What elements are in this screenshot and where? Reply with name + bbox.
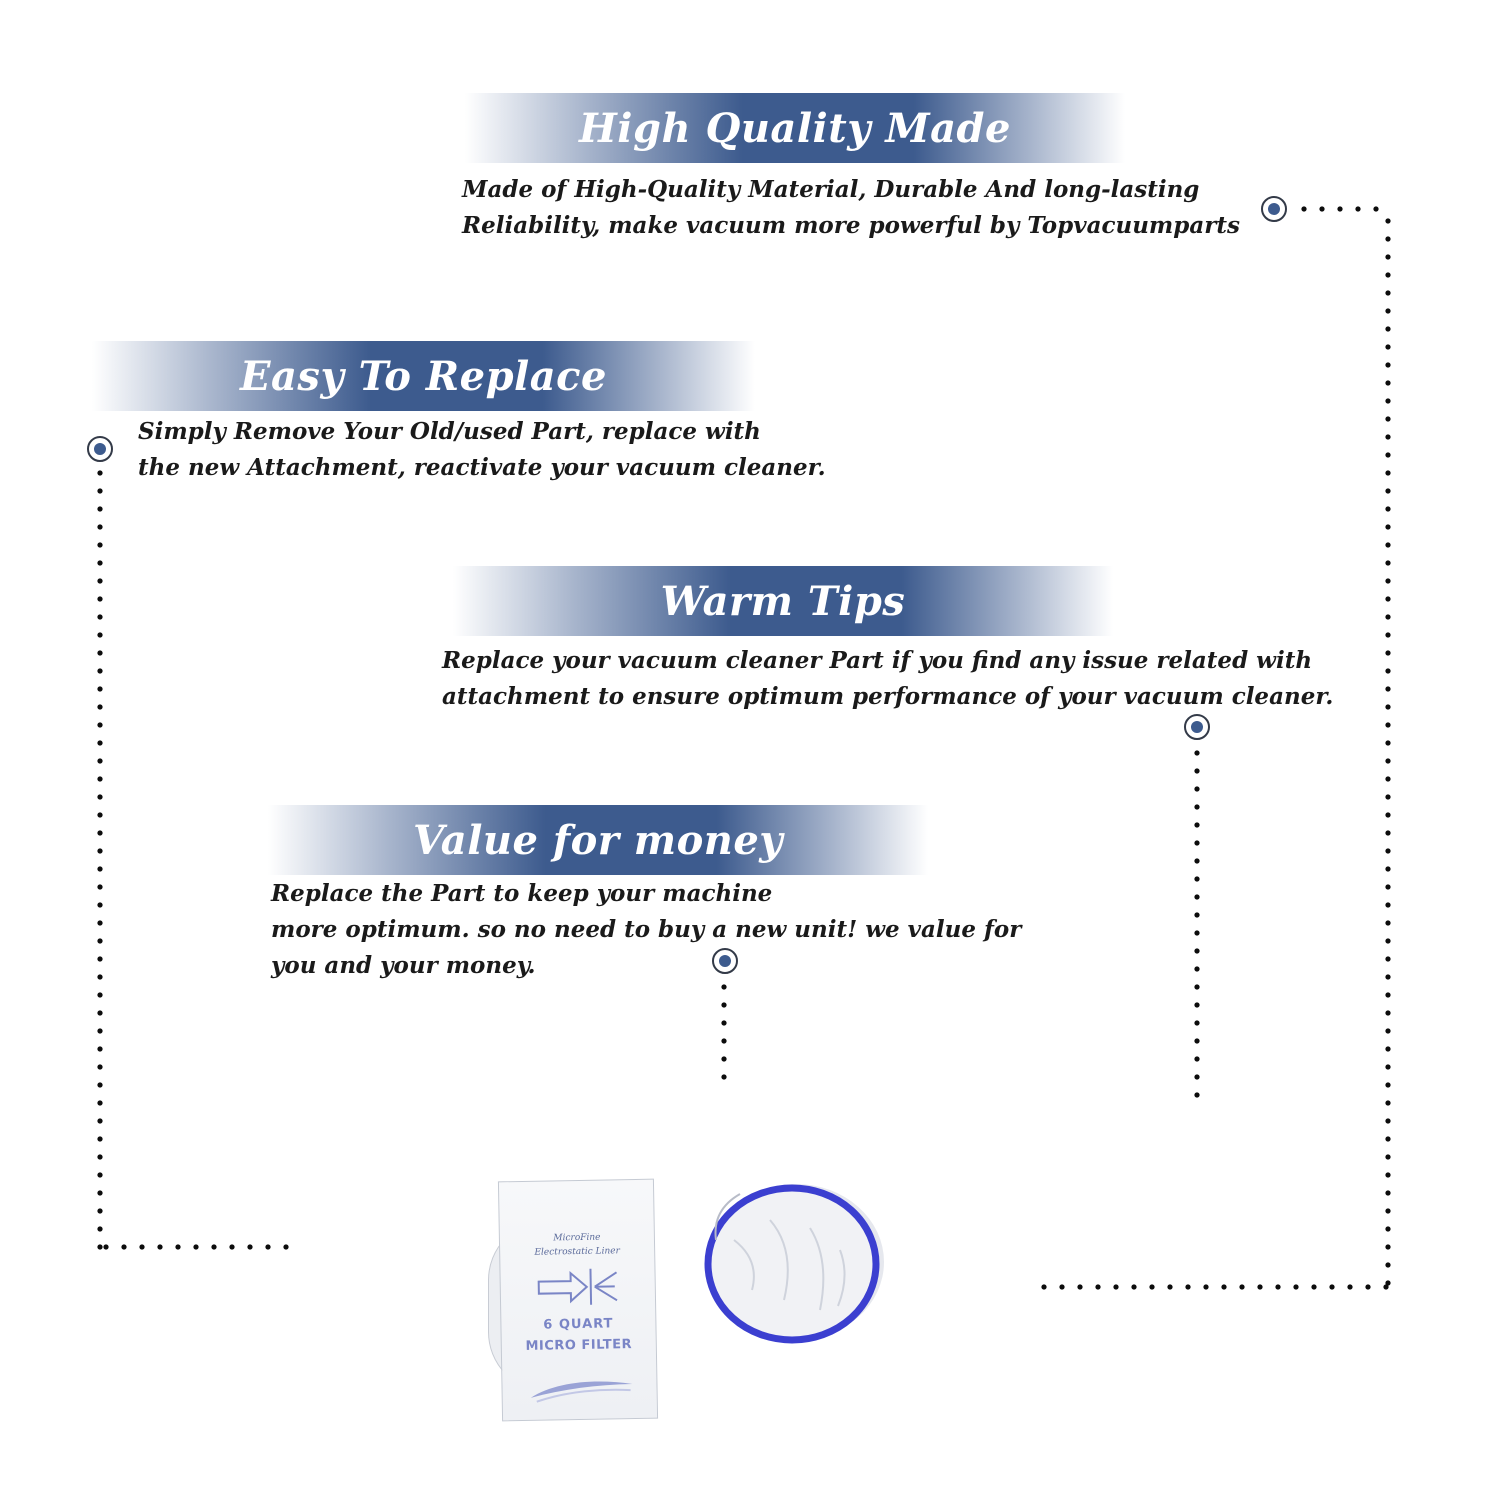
high-quality-connector-top [1295,206,1391,212]
high-quality-marker-icon [1261,196,1287,222]
easy-replace-line-2: the new Attachment, reactivate your vacu… [138,454,826,481]
bag-type-text: MICRO FILTER [525,1337,633,1354]
dust-bag-image: MicroFine Electrostatic Liner 6 QUART MI… [488,1178,668,1424]
dust-bag-front: MicroFine Electrostatic Liner 6 QUART MI… [497,1178,659,1422]
bag-capacity-text: 6 QUART [543,1316,614,1333]
warm-tips-marker-icon [1184,714,1210,740]
warm-tips-line-2: attachment to ensure optimum performance… [442,683,1334,710]
easy-replace-description: Simply Remove Your Old/used Part, replac… [138,414,826,486]
easy-replace-title: Easy To Replace [240,352,607,400]
high-quality-description: Made of High-Quality Material, Durable A… [462,172,1240,244]
value-money-marker-icon [712,948,738,974]
high-quality-connector-right [1385,212,1391,1292]
high-quality-line-2: Reliability, make vacuum more powerful b… [462,212,1240,239]
filter-ring-icon [704,1184,884,1344]
easy-replace-marker-icon [87,436,113,462]
value-money-line-1: Replace the Part to keep your machine [271,880,773,907]
easy-replace-connector-left [97,464,103,1250]
warm-tips-description: Replace your vacuum cleaner Part if you … [442,643,1333,715]
easy-replace-connector-bottom [97,1244,301,1250]
value-money-banner: Value for money [268,805,928,875]
value-money-title: Value for money [412,816,784,864]
airflow-arrow-icon [537,1268,618,1305]
high-quality-line-1: Made of High-Quality Material, Durable A… [462,176,1200,203]
value-money-connector [721,978,727,1092]
warm-tips-connector [1194,744,1200,1108]
value-money-description: Replace the Part to keep your machine mo… [271,876,1021,984]
easy-replace-banner: Easy To Replace [92,341,755,411]
bag-liner-text: Electrostatic Liner [534,1246,620,1258]
high-quality-connector-bottom [1035,1284,1391,1290]
high-quality-banner: High Quality Made [465,93,1125,163]
warm-tips-banner: Warm Tips [453,566,1113,636]
easy-replace-line-1: Simply Remove Your Old/used Part, replac… [138,418,761,445]
value-money-line-3: you and your money. [271,952,536,979]
bag-brand-text: MicroFine [553,1232,601,1244]
warm-tips-title: Warm Tips [660,577,906,625]
high-quality-title: High Quality Made [579,104,1011,152]
value-money-line-2: more optimum. so no need to buy a new un… [271,916,1022,943]
warm-tips-line-1: Replace your vacuum cleaner Part if you … [442,647,1313,674]
bag-logo-swoosh-icon [530,1381,633,1403]
